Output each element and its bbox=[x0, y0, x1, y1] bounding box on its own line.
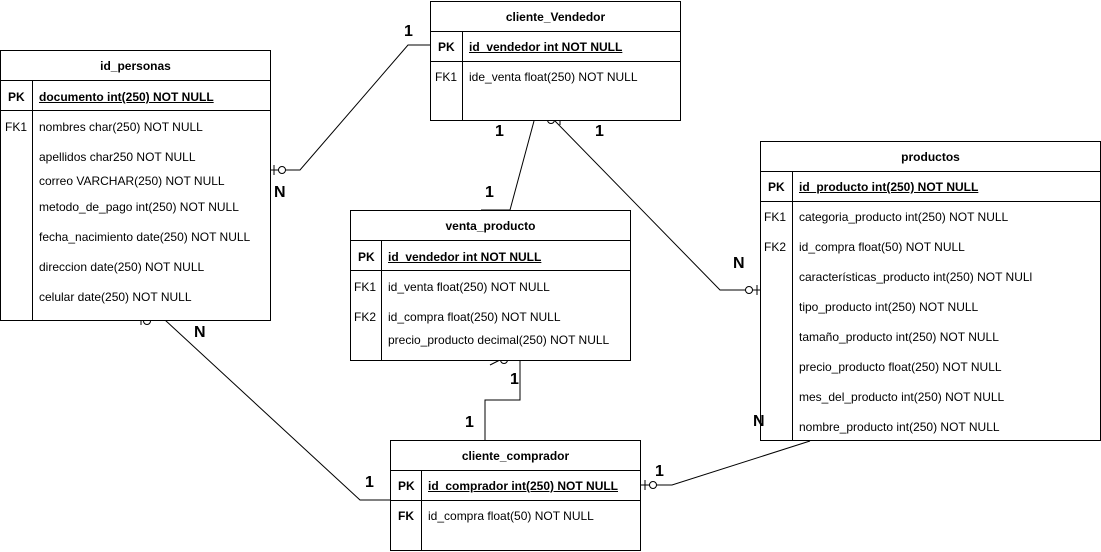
cardinality-label: 1 bbox=[465, 414, 474, 431]
field: tamaño_producto int(250) NOT NULL bbox=[799, 330, 999, 344]
field: direccion date(250) NOT NULL bbox=[39, 260, 205, 274]
fk-label: FK1 bbox=[435, 70, 458, 84]
crow-circle-comprador bbox=[649, 481, 657, 489]
cardinality-label: 1 bbox=[510, 371, 519, 388]
cardinality-label: N bbox=[194, 324, 206, 341]
field: id_compra float(50) NOT NULL bbox=[799, 240, 965, 254]
field: categoria_producto int(250) NOT NULL bbox=[799, 210, 1009, 224]
table-cliente-comprador[interactable]: cliente_comprador PK id_comprador int(25… bbox=[390, 440, 641, 551]
field: metodo_de_pago int(250) NOT NULL bbox=[39, 200, 239, 214]
field: características_producto int(250) NOT NU… bbox=[799, 270, 1033, 284]
field: id_compra float(50) NOT NULL bbox=[428, 509, 594, 523]
pk-label: PK bbox=[438, 40, 455, 54]
cardinality-label: N bbox=[274, 184, 286, 201]
pk-label: PK bbox=[768, 180, 785, 194]
cardinality-label: 1 bbox=[495, 123, 504, 140]
cardinality-label: 1 bbox=[655, 463, 664, 480]
field: id_compra float(250) NOT NULL bbox=[388, 310, 561, 324]
field: precio_producto float(250) NOT NULL bbox=[799, 360, 1002, 374]
fk-label: FK1 bbox=[764, 210, 787, 224]
pk-row bbox=[761, 171, 1100, 202]
field: tipo_producto int(250) NOT NULL bbox=[799, 300, 979, 314]
pk-field: id_producto int(250) NOT NULL bbox=[799, 180, 979, 194]
pk-field: documento int(250) NOT NULL bbox=[39, 90, 214, 104]
crow-circle-personas bbox=[278, 166, 286, 174]
table-productos[interactable]: productos PK id_producto int(250) NOT NU… bbox=[760, 141, 1101, 441]
pk-field: id_vendedor int NOT NULL bbox=[388, 250, 542, 264]
fk-label: FK1 bbox=[354, 280, 377, 294]
field: ide_venta float(250) NOT NULL bbox=[469, 70, 638, 84]
cardinality-label: 1 bbox=[365, 474, 374, 491]
fk-label: FK bbox=[398, 509, 414, 523]
cardinality-label: 1 bbox=[595, 123, 604, 140]
fk-label: FK2 bbox=[354, 310, 377, 324]
table-cliente-vendedor[interactable]: cliente_Vendedor PK id_vendedor int NOT … bbox=[430, 1, 681, 121]
field: precio_producto decimal(250) NOT NULL bbox=[388, 333, 610, 347]
table-title: cliente_Vendedor bbox=[431, 2, 680, 32]
table-title: productos bbox=[761, 142, 1100, 172]
line-venta-comprador bbox=[484, 360, 521, 440]
table-id-personas[interactable]: id_personas PK documento int(250) NOT NU… bbox=[0, 50, 271, 321]
line-vendedor-personas bbox=[271, 44, 430, 171]
line-personas-comprador bbox=[164, 319, 390, 501]
line-comprador-productos bbox=[640, 440, 811, 486]
field: correo VARCHAR(250) NOT NULL bbox=[39, 174, 225, 188]
field: nombres char(250) NOT NULL bbox=[39, 120, 203, 134]
field: id_venta float(250) NOT NULL bbox=[388, 280, 550, 294]
table-title: venta_producto bbox=[351, 211, 630, 241]
table-title: cliente_comprador bbox=[391, 441, 640, 471]
pk-field: id_comprador int(250) NOT NULL bbox=[428, 479, 619, 493]
cardinality-label: 1 bbox=[485, 184, 494, 201]
pk-field: id_vendedor int NOT NULL bbox=[469, 40, 623, 54]
fk-label: FK1 bbox=[5, 120, 28, 134]
field: apellidos char250 NOT NULL bbox=[39, 150, 196, 164]
crow-circle-productos bbox=[745, 286, 753, 294]
pk-label: PK bbox=[8, 90, 25, 104]
fk-label: FK2 bbox=[764, 240, 787, 254]
table-venta-producto[interactable]: venta_producto PK id_vendedor int NOT NU… bbox=[350, 210, 631, 361]
pk-row bbox=[1, 80, 270, 111]
field: fecha_nacimiento date(250) NOT NULL bbox=[39, 230, 251, 244]
pk-label: PK bbox=[358, 250, 375, 264]
pk-label: PK bbox=[398, 479, 415, 493]
field: celular date(250) NOT NULL bbox=[39, 290, 192, 304]
field: mes_del_producto int(250) NOT NULL bbox=[799, 390, 1005, 404]
pk-row bbox=[351, 240, 630, 271]
field: nombre_producto int(250) NOT NULL bbox=[799, 420, 1000, 434]
table-title: id_personas bbox=[1, 51, 270, 81]
cardinality-label: 1 bbox=[404, 23, 413, 40]
cardinality-label: N bbox=[753, 413, 765, 430]
pk-row bbox=[391, 470, 640, 501]
cardinality-label: N bbox=[733, 255, 745, 272]
pk-row bbox=[431, 31, 680, 62]
